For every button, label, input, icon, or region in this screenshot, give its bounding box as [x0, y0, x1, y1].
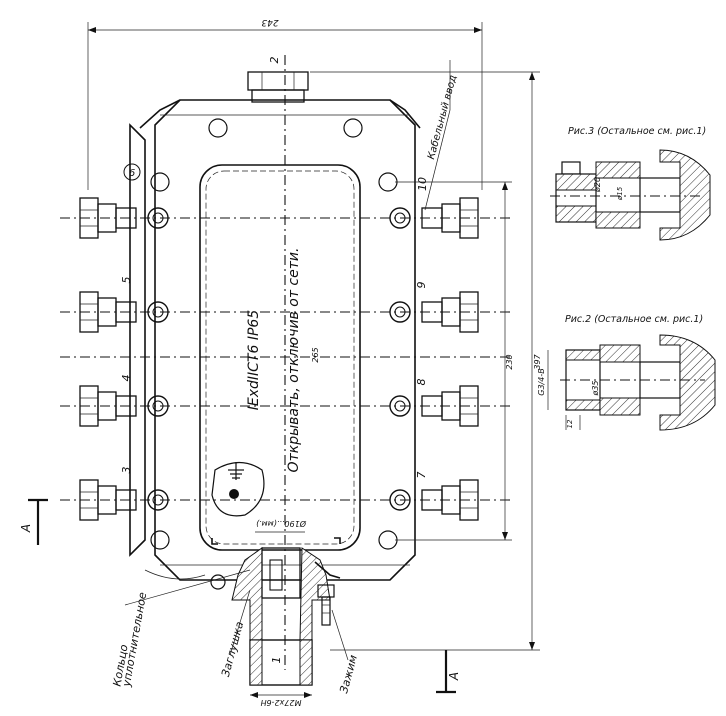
earthing-plate: [211, 461, 265, 517]
enclosure-flange: [129, 99, 421, 581]
dim-230-text: 230: [505, 354, 514, 369]
plug-label: Заглушка: [219, 620, 246, 678]
dim-m27-text: М27х2-6Н: [261, 698, 302, 707]
section-a-right: А: [436, 650, 461, 694]
bottom-flange-lip: [314, 561, 341, 579]
dimension-243: 243: [87, 17, 483, 190]
entry-7: 7: [415, 472, 428, 479]
fig3-d15: ø15: [616, 186, 624, 201]
fig2-thread: G3/4-В: [537, 368, 546, 395]
entry-8: 8: [415, 379, 428, 386]
mounting-bosses: [147, 207, 411, 511]
marking-warning: Открывать, отключив от сети.: [286, 248, 302, 473]
cable-entry-label: Кабельный ввод: [425, 74, 459, 161]
dim-397-text: 397: [533, 353, 542, 369]
entry-2: 2: [268, 57, 281, 64]
seal-ring-label-2: уплотнительное: [120, 591, 150, 689]
figure-2-detail: Рис.2 (Остальное см. рис.1) G3/4-В ø35 1…: [537, 314, 716, 431]
leaders: [124, 60, 451, 661]
marking-main: IExdIICT6 IP65: [246, 310, 262, 411]
right-cable-glands: [421, 197, 479, 521]
fig3-d20: ø20: [593, 177, 602, 193]
entry-9: 9: [415, 282, 428, 289]
entry-4: 4: [120, 375, 133, 382]
entry-1: 1: [270, 657, 283, 664]
corner-mark-left: [211, 538, 218, 545]
section-a-right-text: А: [447, 672, 461, 681]
fig2-title: Рис.2 (Остальное см. рис.1): [565, 314, 703, 325]
entry-3: 3: [120, 467, 133, 474]
bottom-gland-section: М27х2-6Н Ø190...(мм.): [231, 519, 331, 707]
left-cable-glands: [79, 197, 137, 521]
ref-6-balloon: 6: [123, 163, 141, 181]
entry-numbers: 1 2 3 4 5 7 8 9 10: [120, 57, 429, 664]
section-a-left: А: [19, 498, 48, 545]
entry-10: 10: [416, 177, 429, 191]
clamp-label: Зажим: [337, 654, 360, 695]
dimension-230: 230: [395, 181, 514, 541]
figure-3-detail: Рис.3 (Остальное см. рис.1) ø20 ø15: [550, 126, 711, 241]
fig3-title: Рис.3 (Остальное см. рис.1): [568, 126, 706, 137]
section-a-left-text: А: [19, 524, 33, 533]
dimension-397: 397: [310, 71, 542, 651]
dim-243-text: 243: [261, 17, 278, 27]
ref-6-text: 6: [129, 168, 135, 179]
fig2-d35: ø35: [591, 380, 600, 396]
top-cable-gland: [247, 71, 309, 103]
dim-d90-text: Ø190...(мм.): [256, 519, 307, 529]
clamp-bolt: [317, 584, 335, 626]
corner-mark-right: [334, 537, 341, 544]
bottom-arc-left: [144, 569, 206, 580]
dim-265-text: 265: [311, 347, 320, 362]
fig2-dim12: 12: [566, 419, 574, 428]
entry-5: 5: [120, 277, 133, 284]
